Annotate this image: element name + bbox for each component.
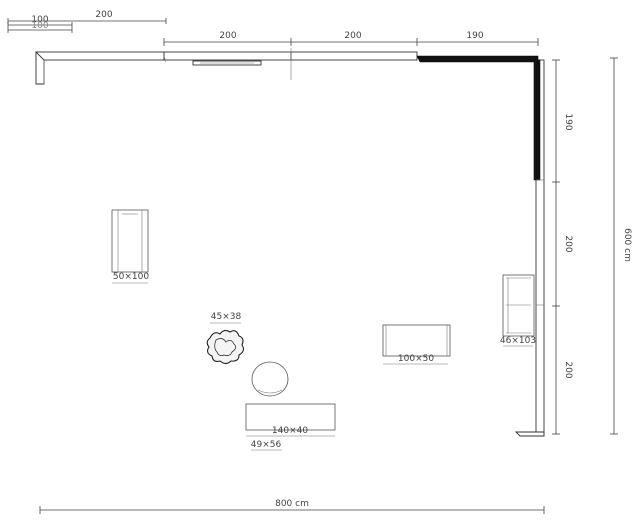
top-wall (35, 48, 539, 181)
dim-label-wall-top-3: 190 (466, 31, 483, 41)
top-wall-dimensions: 200 200 190 (163, 31, 539, 46)
sofa-label: 100×50 (398, 354, 434, 364)
cabinet: 50×100 (111, 209, 149, 284)
sofa: 100×50 (382, 324, 451, 365)
dim-label-top-200: 200 (95, 10, 112, 20)
overall-width-dimension: 800 cm (39, 499, 545, 514)
stool-label: 49×56 (251, 440, 282, 450)
plant: 45×38 (206, 312, 245, 365)
plant-label: 45×38 (211, 312, 242, 322)
dim-label-wall-right-3: 200 (563, 361, 573, 378)
right-wall-dimensions: 190 200 200 (552, 59, 573, 435)
shelf-label: 46×103 (500, 336, 536, 346)
table-label: 140×40 (272, 426, 308, 436)
dim-label-wall-right-2: 200 (563, 235, 573, 252)
stool-dimension: 49×56 (251, 440, 282, 451)
right-wall (514, 59, 545, 437)
overall-height-dimension: 600 cm (610, 57, 632, 435)
table: 140×40 (245, 403, 336, 437)
dim-label-overall-width: 800 cm (275, 499, 309, 509)
dim-label-top-100: 100 (31, 15, 48, 25)
top-left-dimensions: 200 100 100 (7, 10, 167, 33)
shelf: 46×103 (500, 274, 536, 347)
dim-label-top-100-overlap: 100 (31, 21, 48, 31)
stool (251, 361, 289, 397)
cabinet-label: 50×100 (113, 272, 149, 282)
dim-label-wall-top-1: 200 (219, 31, 236, 41)
dim-label-overall-height: 600 cm (622, 228, 632, 262)
dim-label-wall-right-1: 190 (563, 113, 573, 130)
dim-label-wall-top-2: 200 (344, 31, 361, 41)
